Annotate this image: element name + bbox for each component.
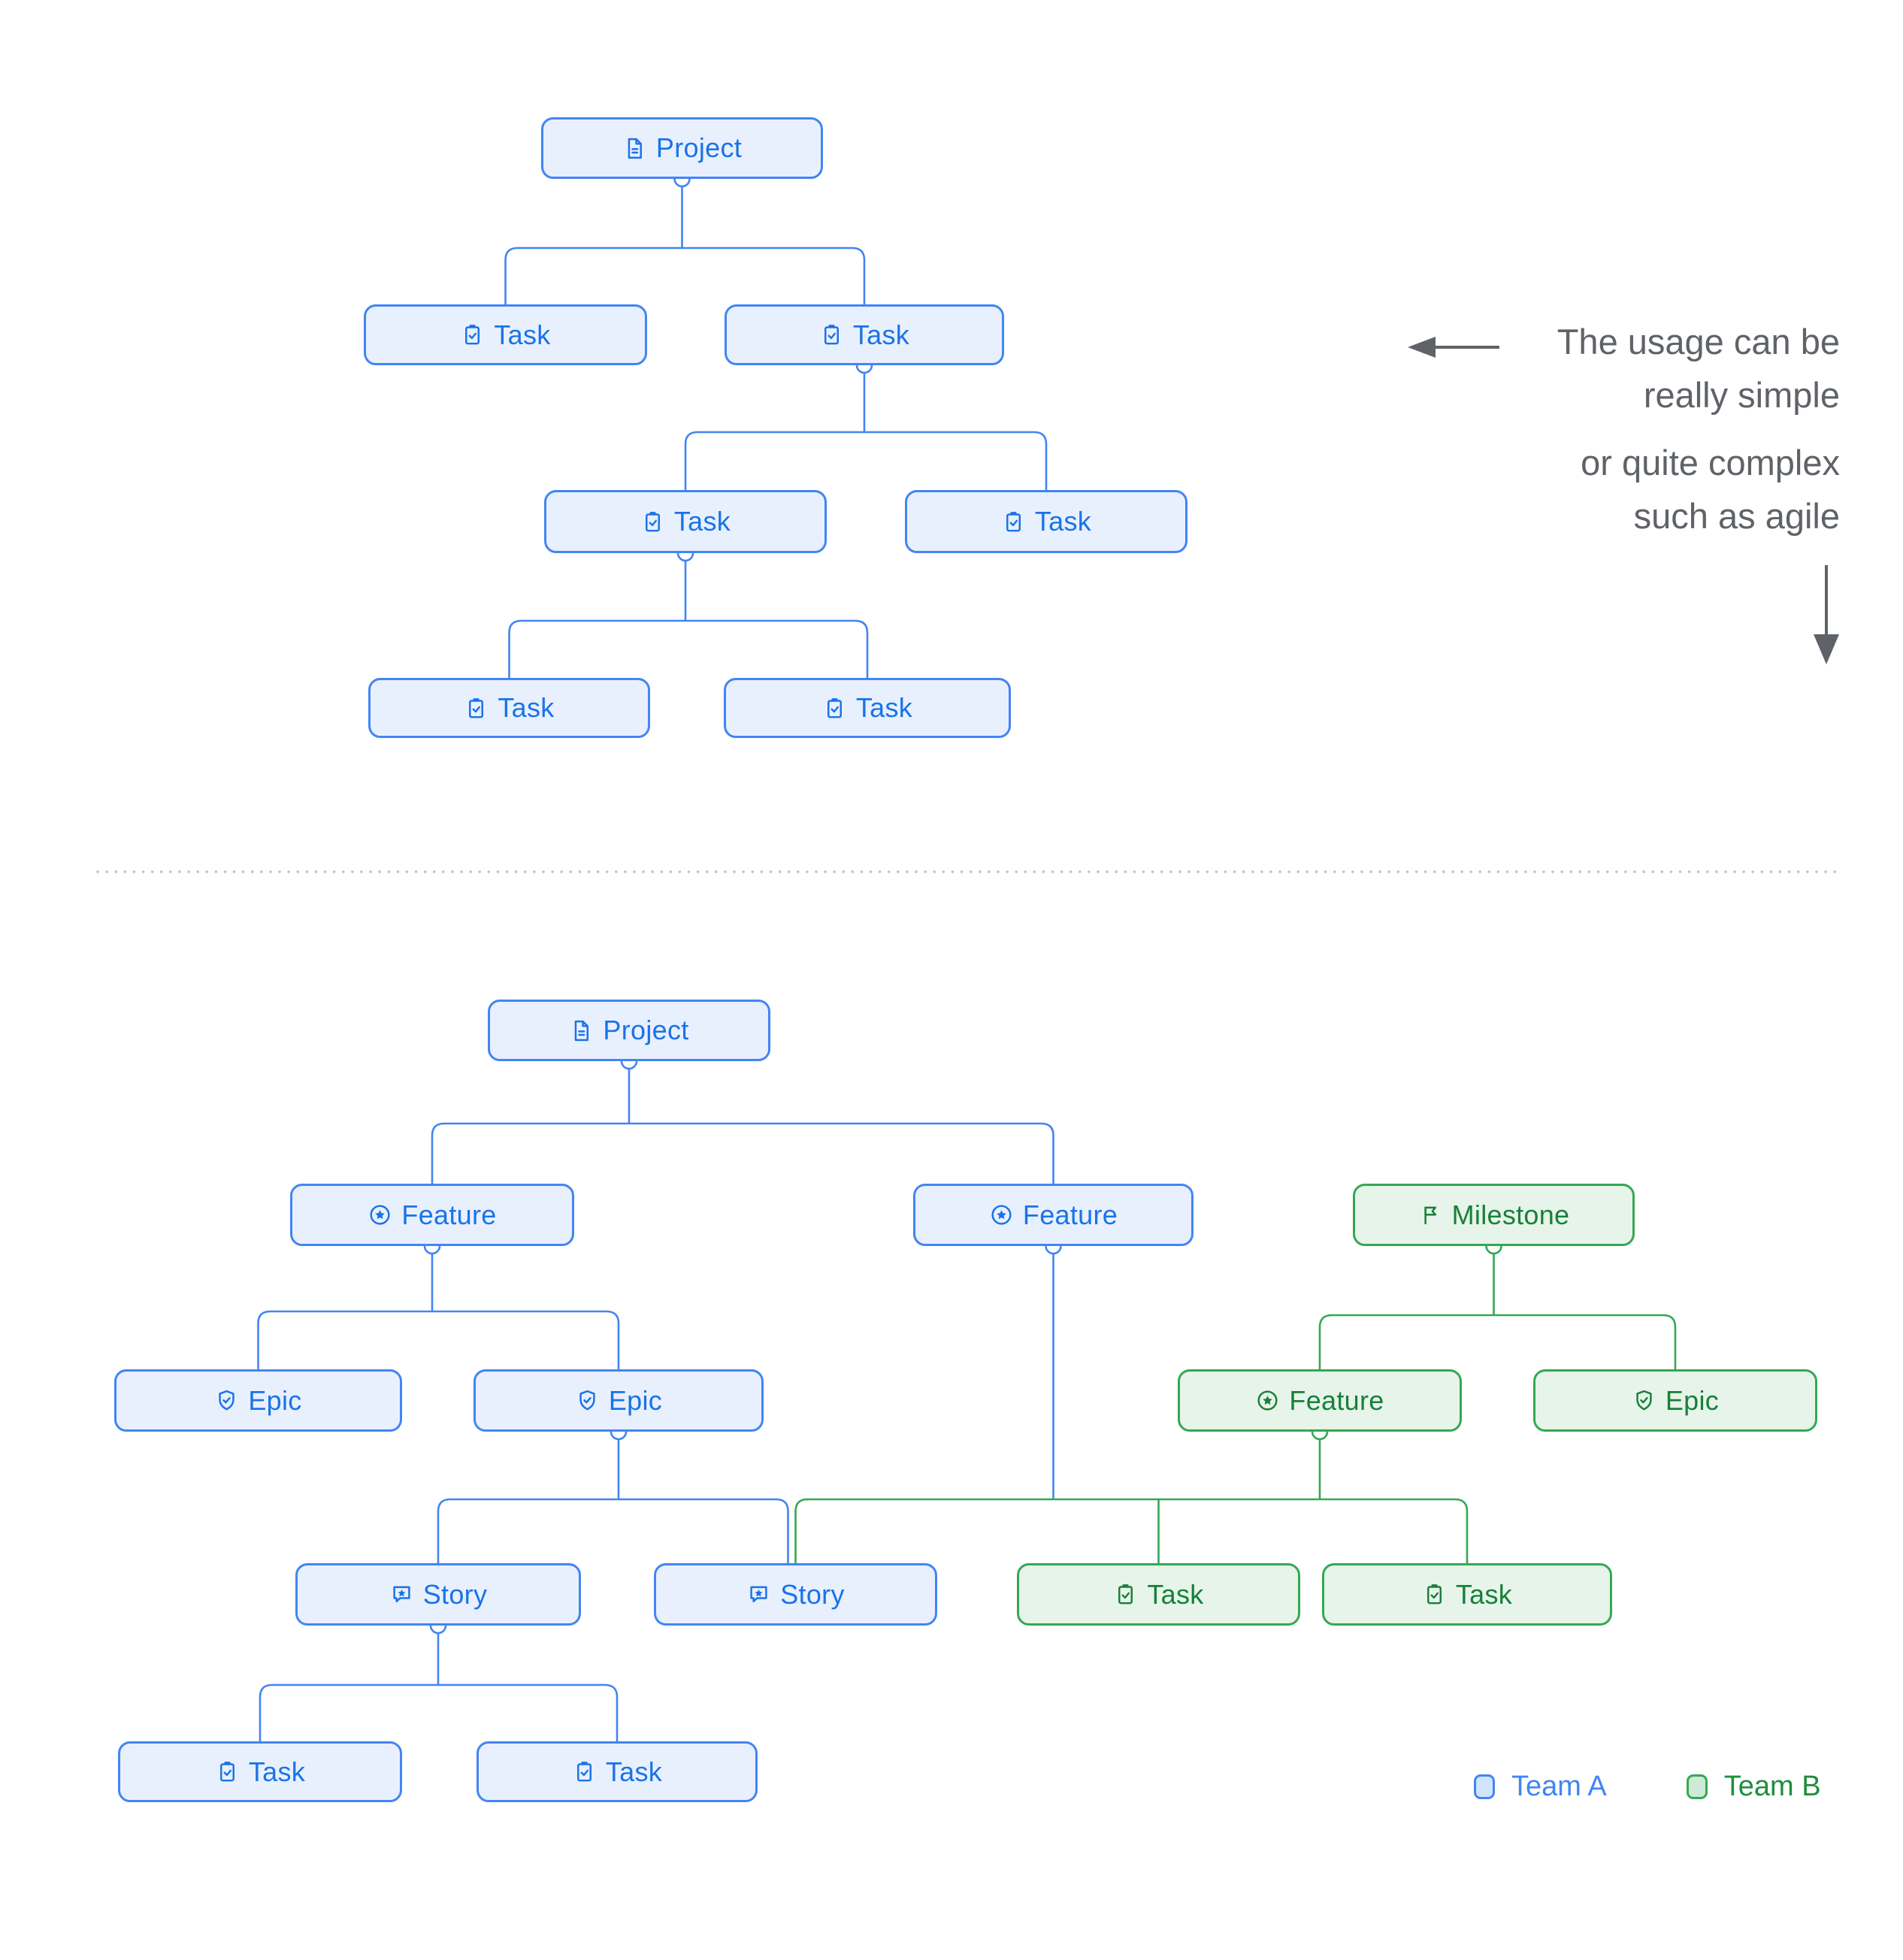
node-feature-c-feature1[interactable]: Feature (290, 1184, 574, 1246)
annotation-paragraph-2: or quite complex such as agile (1269, 437, 1840, 543)
task-icon (640, 510, 665, 534)
node-task-s-task3[interactable]: Task (544, 490, 827, 553)
node-label: Feature (1289, 1384, 1384, 1416)
node-epic-c-epic2[interactable]: Epic (473, 1369, 764, 1432)
node-project-c-project[interactable]: Project (488, 1000, 770, 1061)
team-b-swatch-icon (1686, 1774, 1708, 1799)
down-arrow-head-icon (1814, 634, 1839, 664)
node-label: Project (603, 1015, 689, 1045)
node-task-s-task6[interactable]: Task (724, 678, 1011, 738)
milestone-icon (1418, 1202, 1443, 1227)
node-task-s-task5[interactable]: Task (368, 678, 650, 738)
node-label: Task (498, 692, 555, 723)
task-icon (1113, 1582, 1138, 1607)
node-project-s-project[interactable]: Project (541, 117, 823, 179)
node-label: Task (1455, 1578, 1513, 1610)
epic-icon (575, 1388, 600, 1413)
annotation-line-3: or quite complex (1581, 443, 1840, 482)
node-label: Task (494, 319, 551, 350)
node-task-c-gtask1[interactable]: Task (1017, 1563, 1300, 1626)
node-label: Epic (248, 1384, 302, 1416)
node-label: Project (655, 132, 743, 163)
annotation-arrows (1408, 337, 1839, 664)
node-label: Epic (1665, 1384, 1720, 1416)
annotation-line-4: such as agile (1633, 495, 1840, 536)
legend-item-team-a: Team A (1474, 1771, 1607, 1803)
tree-connector (437, 1432, 789, 1563)
legend: Team A Team B (1474, 1771, 1821, 1803)
task-icon (819, 322, 844, 347)
task-icon (460, 322, 485, 347)
tree-connector (257, 1246, 620, 1369)
tree-connector (684, 365, 1048, 490)
node-label: Story (422, 1578, 488, 1610)
epic-icon (1632, 1388, 1656, 1413)
node-label: Task (1147, 1578, 1204, 1610)
annotation-text: The usage can be really simple or quite … (1269, 316, 1840, 543)
story-icon (389, 1582, 414, 1607)
story-icon (746, 1582, 771, 1607)
node-label: Feature (401, 1199, 497, 1230)
task-icon (215, 1759, 240, 1784)
node-label: Feature (1022, 1199, 1118, 1230)
annotation-line-1: The usage can be (1557, 322, 1840, 361)
node-epic-c-epic1[interactable]: Epic (114, 1369, 402, 1432)
legend-label-team-a: Team A (1511, 1771, 1607, 1802)
feature-icon (989, 1202, 1014, 1227)
feature-icon (368, 1202, 392, 1227)
node-task-c-task3[interactable]: Task (118, 1741, 402, 1802)
legend-label-team-b: Team B (1723, 1771, 1821, 1802)
tree-connector (508, 553, 869, 678)
feature-icon (1255, 1388, 1280, 1413)
tree-connector (259, 1626, 619, 1741)
node-label: Story (780, 1578, 845, 1610)
tree-connector (1318, 1246, 1677, 1369)
node-feature-c-feature2[interactable]: Feature (913, 1184, 1194, 1246)
task-icon (822, 696, 847, 721)
node-feature-c-feature3[interactable]: Feature (1178, 1369, 1462, 1432)
document-icon (622, 136, 647, 161)
left-arrow-head-icon (1408, 337, 1436, 358)
node-label: Task (673, 506, 731, 537)
node-task-s-task1[interactable]: Task (364, 304, 647, 365)
task-icon (1001, 510, 1026, 534)
document-icon (569, 1018, 594, 1043)
task-icon (1422, 1582, 1447, 1607)
task-icon (572, 1759, 597, 1784)
node-milestone-c-milestone[interactable]: Milestone (1353, 1184, 1635, 1246)
node-task-s-task2[interactable]: Task (725, 304, 1004, 365)
node-task-c-gtask2[interactable]: Task (1322, 1563, 1612, 1626)
node-label: Task (855, 692, 913, 723)
node-label: Task (1034, 506, 1092, 537)
node-label: Milestone (1451, 1199, 1570, 1230)
epic-icon (214, 1388, 239, 1413)
tree-connector (504, 179, 866, 304)
legend-item-team-b: Team B (1686, 1771, 1821, 1803)
node-label: Task (852, 319, 910, 350)
node-task-c-task4[interactable]: Task (477, 1741, 758, 1802)
node-label: Task (248, 1756, 306, 1787)
node-story-c-story1[interactable]: Story (295, 1563, 581, 1626)
task-icon (464, 696, 489, 721)
tree-connector (794, 1432, 1469, 1563)
node-label: Epic (608, 1384, 663, 1416)
node-label: Task (605, 1756, 663, 1787)
node-epic-c-epic3[interactable]: Epic (1533, 1369, 1817, 1432)
tree-connector (431, 1061, 1054, 1184)
node-task-s-task4[interactable]: Task (905, 490, 1187, 553)
team-a-swatch-icon (1474, 1774, 1495, 1799)
annotation-line-2: really simple (1643, 374, 1840, 415)
node-story-c-story2[interactable]: Story (654, 1563, 937, 1626)
annotation-paragraph-1: The usage can be really simple (1269, 316, 1840, 422)
